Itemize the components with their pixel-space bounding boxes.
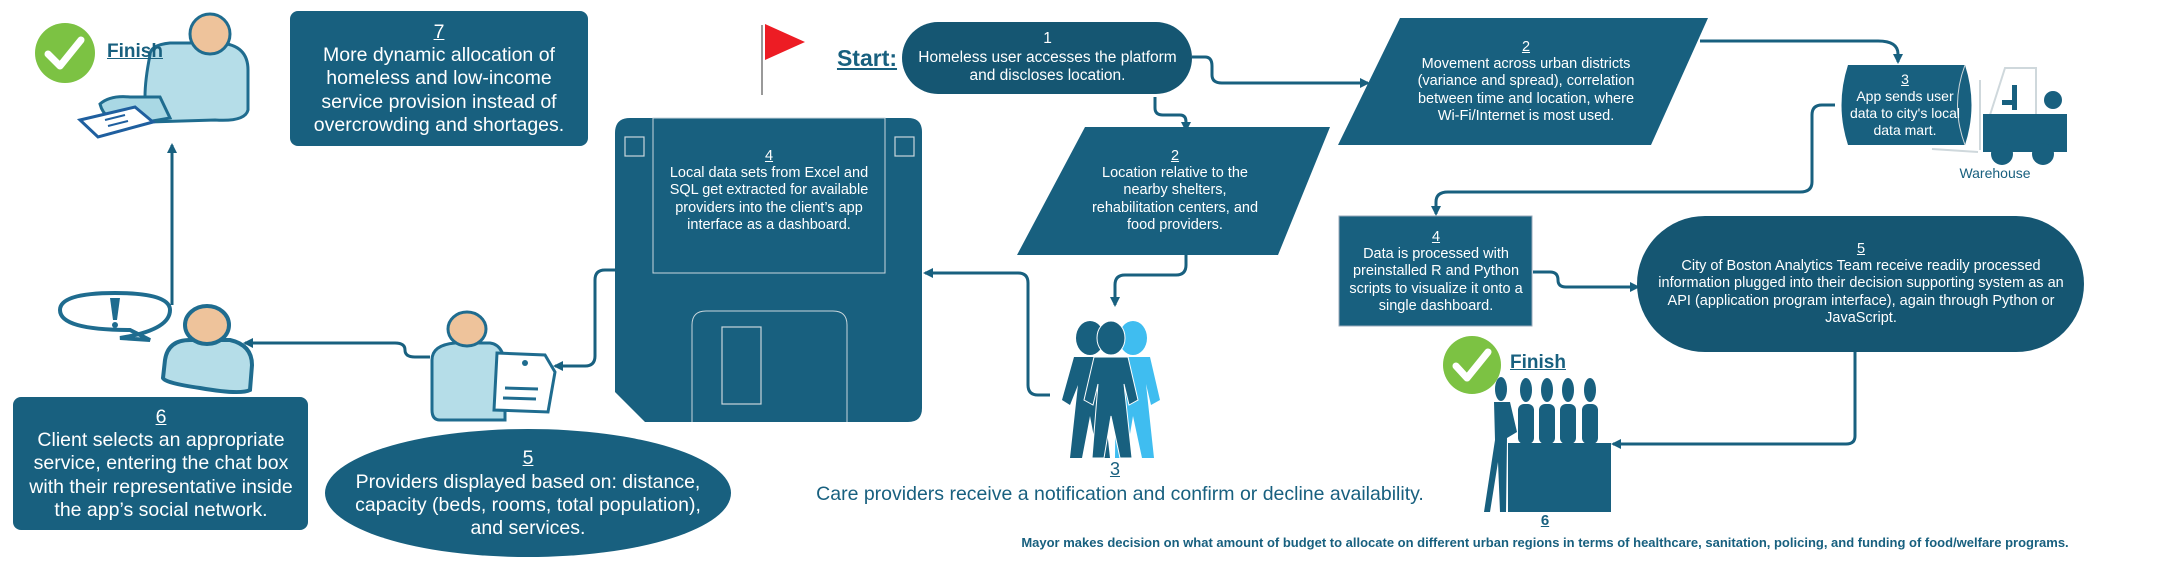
connector-1-to-2-location: [1153, 97, 1191, 132]
step-2-movement-text: Movement across urban districts (varianc…: [1417, 55, 1635, 125]
step-5-analytics-box[interactable]: 5 City of Boston Analytics Team receive …: [1650, 228, 2072, 340]
step-4-processing-text: Data is processed with preinstalled R an…: [1349, 245, 1523, 315]
step-2-movement-box[interactable]: 2 Movement across urban districts (varia…: [1415, 22, 1637, 142]
floppy-disk-icon: [615, 117, 922, 422]
presenter-at-podium-icon: [1484, 377, 1611, 512]
step-4-local-text: Local data sets from Excel and SQL get e…: [669, 164, 869, 234]
step-2-location-number: 2: [1170, 147, 1180, 164]
step-6-client-shape: [13, 397, 308, 530]
connector-2-to-3-providers: [1110, 240, 1188, 307]
step-5-display-text: Providers displayed based on: distance, …: [355, 470, 701, 540]
finish-label-city: Finish: [1510, 351, 1566, 373]
step-6-mayor-number: 6: [1540, 512, 1550, 529]
connector-3-to-4-local: [923, 268, 1050, 397]
group-of-people-icon: [1062, 320, 1160, 459]
step-5-analytics-text: City of Boston Analytics Team receive re…: [1658, 257, 2064, 327]
step-6-client-box[interactable]: 6 Client selects an appropriate service,…: [16, 400, 306, 528]
step-1-text: Homeless user accesses the platform and …: [918, 48, 1177, 85]
finish-label-top: Finish: [107, 40, 163, 62]
step-3-providers-number: 3: [1109, 459, 1120, 480]
step-2-movement-shape: [1338, 18, 1708, 145]
connector-3-to-4-city: [1431, 103, 1835, 216]
warehouse-caption: Warehouse: [1959, 164, 2031, 181]
step-4-processing-shape: [1338, 215, 1533, 327]
step-7-result-text: More dynamic allocation of homeless and …: [313, 43, 565, 137]
checkmark-icon: [35, 23, 95, 83]
step-3-providers-text: Care providers receive a notification an…: [816, 483, 1424, 506]
step-6-mayor-text: Mayor makes decision on what amount of b…: [1021, 535, 2069, 551]
person-signing-document-icon: [76, 12, 250, 139]
connector-1-to-2-city: [1192, 55, 1370, 88]
step-4-processing-box[interactable]: 4 Data is processed with preinstalled R …: [1342, 220, 1530, 324]
step-1-box[interactable]: 1 Homeless user accesses the platform an…: [915, 26, 1180, 90]
step-3-warehouse-text: App sends user data to city's local data…: [1849, 88, 1961, 138]
step-6-client-text: Client selects an appropriate service, e…: [29, 428, 293, 522]
step-4-local-number: 4: [764, 147, 774, 164]
step-6-client-number: 6: [155, 405, 167, 428]
step-5-display-number: 5: [522, 447, 534, 470]
step-2-location-box[interactable]: 2 Location relative to the nearby shelte…: [1085, 132, 1265, 250]
step-7-result-shape: [290, 11, 588, 146]
forklift-icon: [1931, 67, 2067, 165]
step-2-movement-number: 2: [1521, 38, 1531, 55]
step-5-display-box[interactable]: 5 Providers displayed based on: distance…: [345, 440, 711, 548]
person-with-speech-bubble-icon: [57, 290, 255, 395]
step-5-analytics-shape: [1637, 216, 2084, 352]
step-3-warehouse-shape: [1841, 64, 1972, 146]
connector-4-to-5-city: [1533, 270, 1640, 292]
step-2-location-text: Location relative to the nearby shelters…: [1091, 164, 1259, 234]
step-7-result-box[interactable]: 7 More dynamic allocation of homeless an…: [296, 14, 582, 144]
person-with-tag-icon: [430, 310, 557, 422]
step-1-number: 1: [1043, 30, 1052, 48]
step-3-warehouse-number: 3: [1901, 71, 1909, 88]
connector-5-to-6-client: [243, 338, 430, 359]
step-2-location-shape: [1017, 127, 1330, 255]
connector-5-to-6-city: [1611, 352, 1857, 449]
step-4-local-box[interactable]: 4 Local data sets from Excel and SQL get…: [655, 122, 883, 260]
step-1-shape: [902, 22, 1192, 94]
checkmark-icon: [1443, 336, 1501, 394]
step-5-display-shape: [325, 429, 731, 557]
start-label: Start:: [836, 45, 898, 72]
connector-4-to-5-display: [553, 268, 615, 371]
step-3-warehouse-box[interactable]: 3 App sends user data to city's local da…: [1845, 68, 1965, 142]
step-5-analytics-number: 5: [1856, 240, 1866, 257]
step-7-result-number: 7: [433, 20, 445, 43]
step-4-processing-number: 4: [1431, 228, 1441, 245]
connectors: [167, 39, 1903, 449]
connector-2-to-3-city: [1700, 39, 1903, 64]
flag-icon: [761, 24, 805, 95]
